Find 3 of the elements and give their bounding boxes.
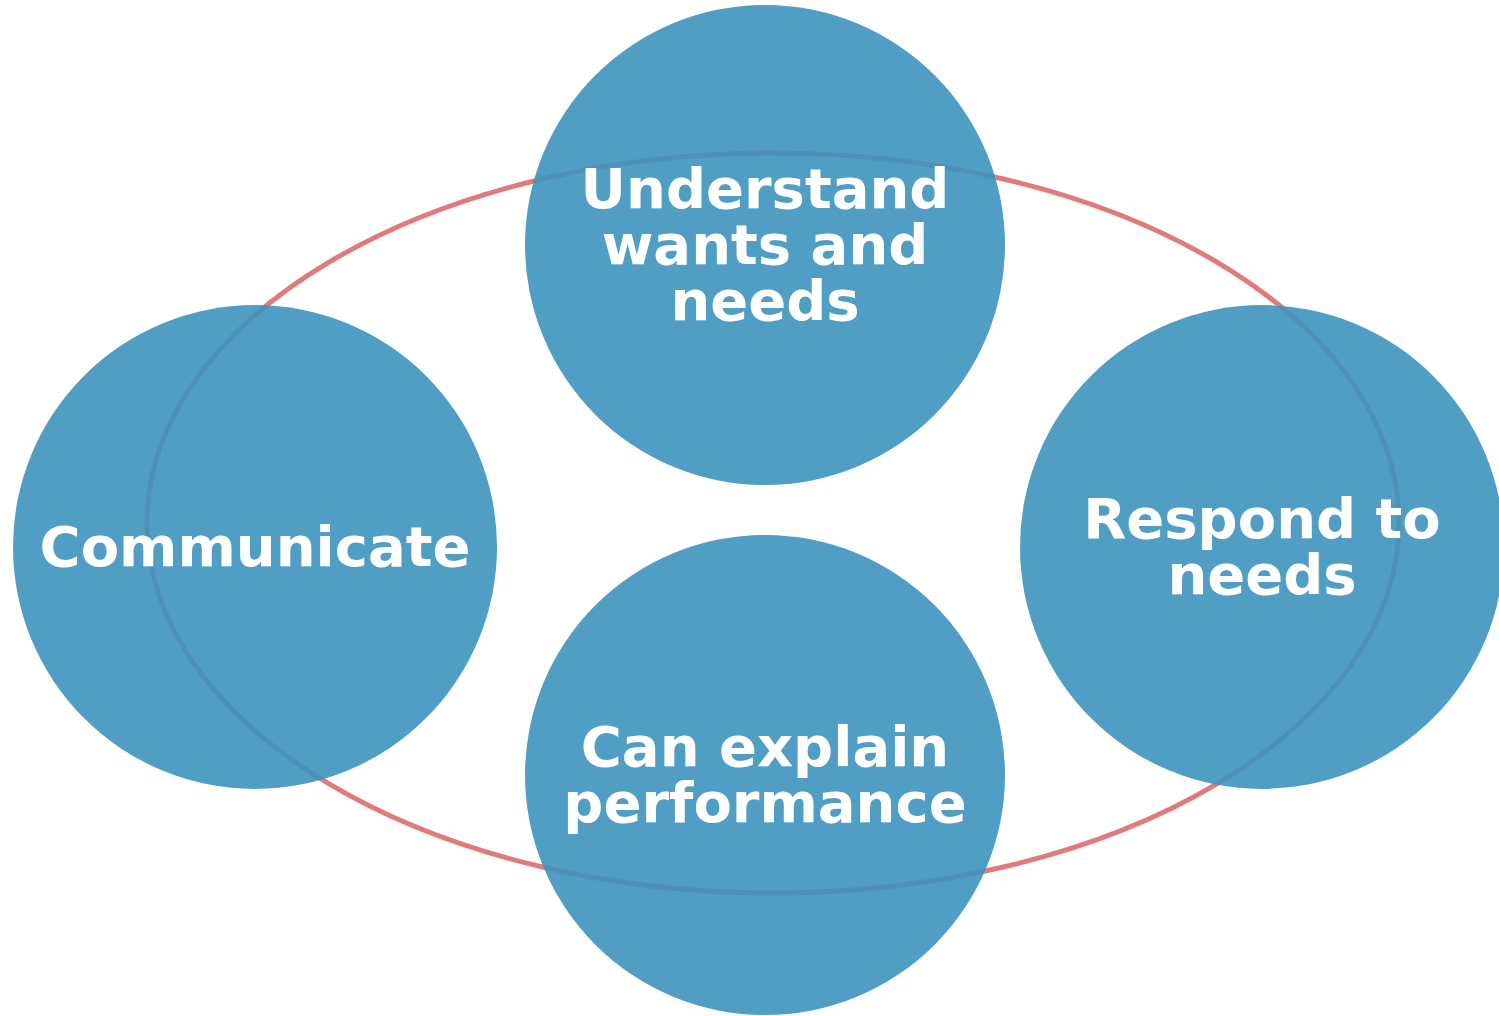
topic-label: Communicate — [39, 519, 471, 575]
topic-label: Understand wants and needs — [579, 161, 951, 329]
topic-label: Respond to needs — [1082, 491, 1442, 603]
